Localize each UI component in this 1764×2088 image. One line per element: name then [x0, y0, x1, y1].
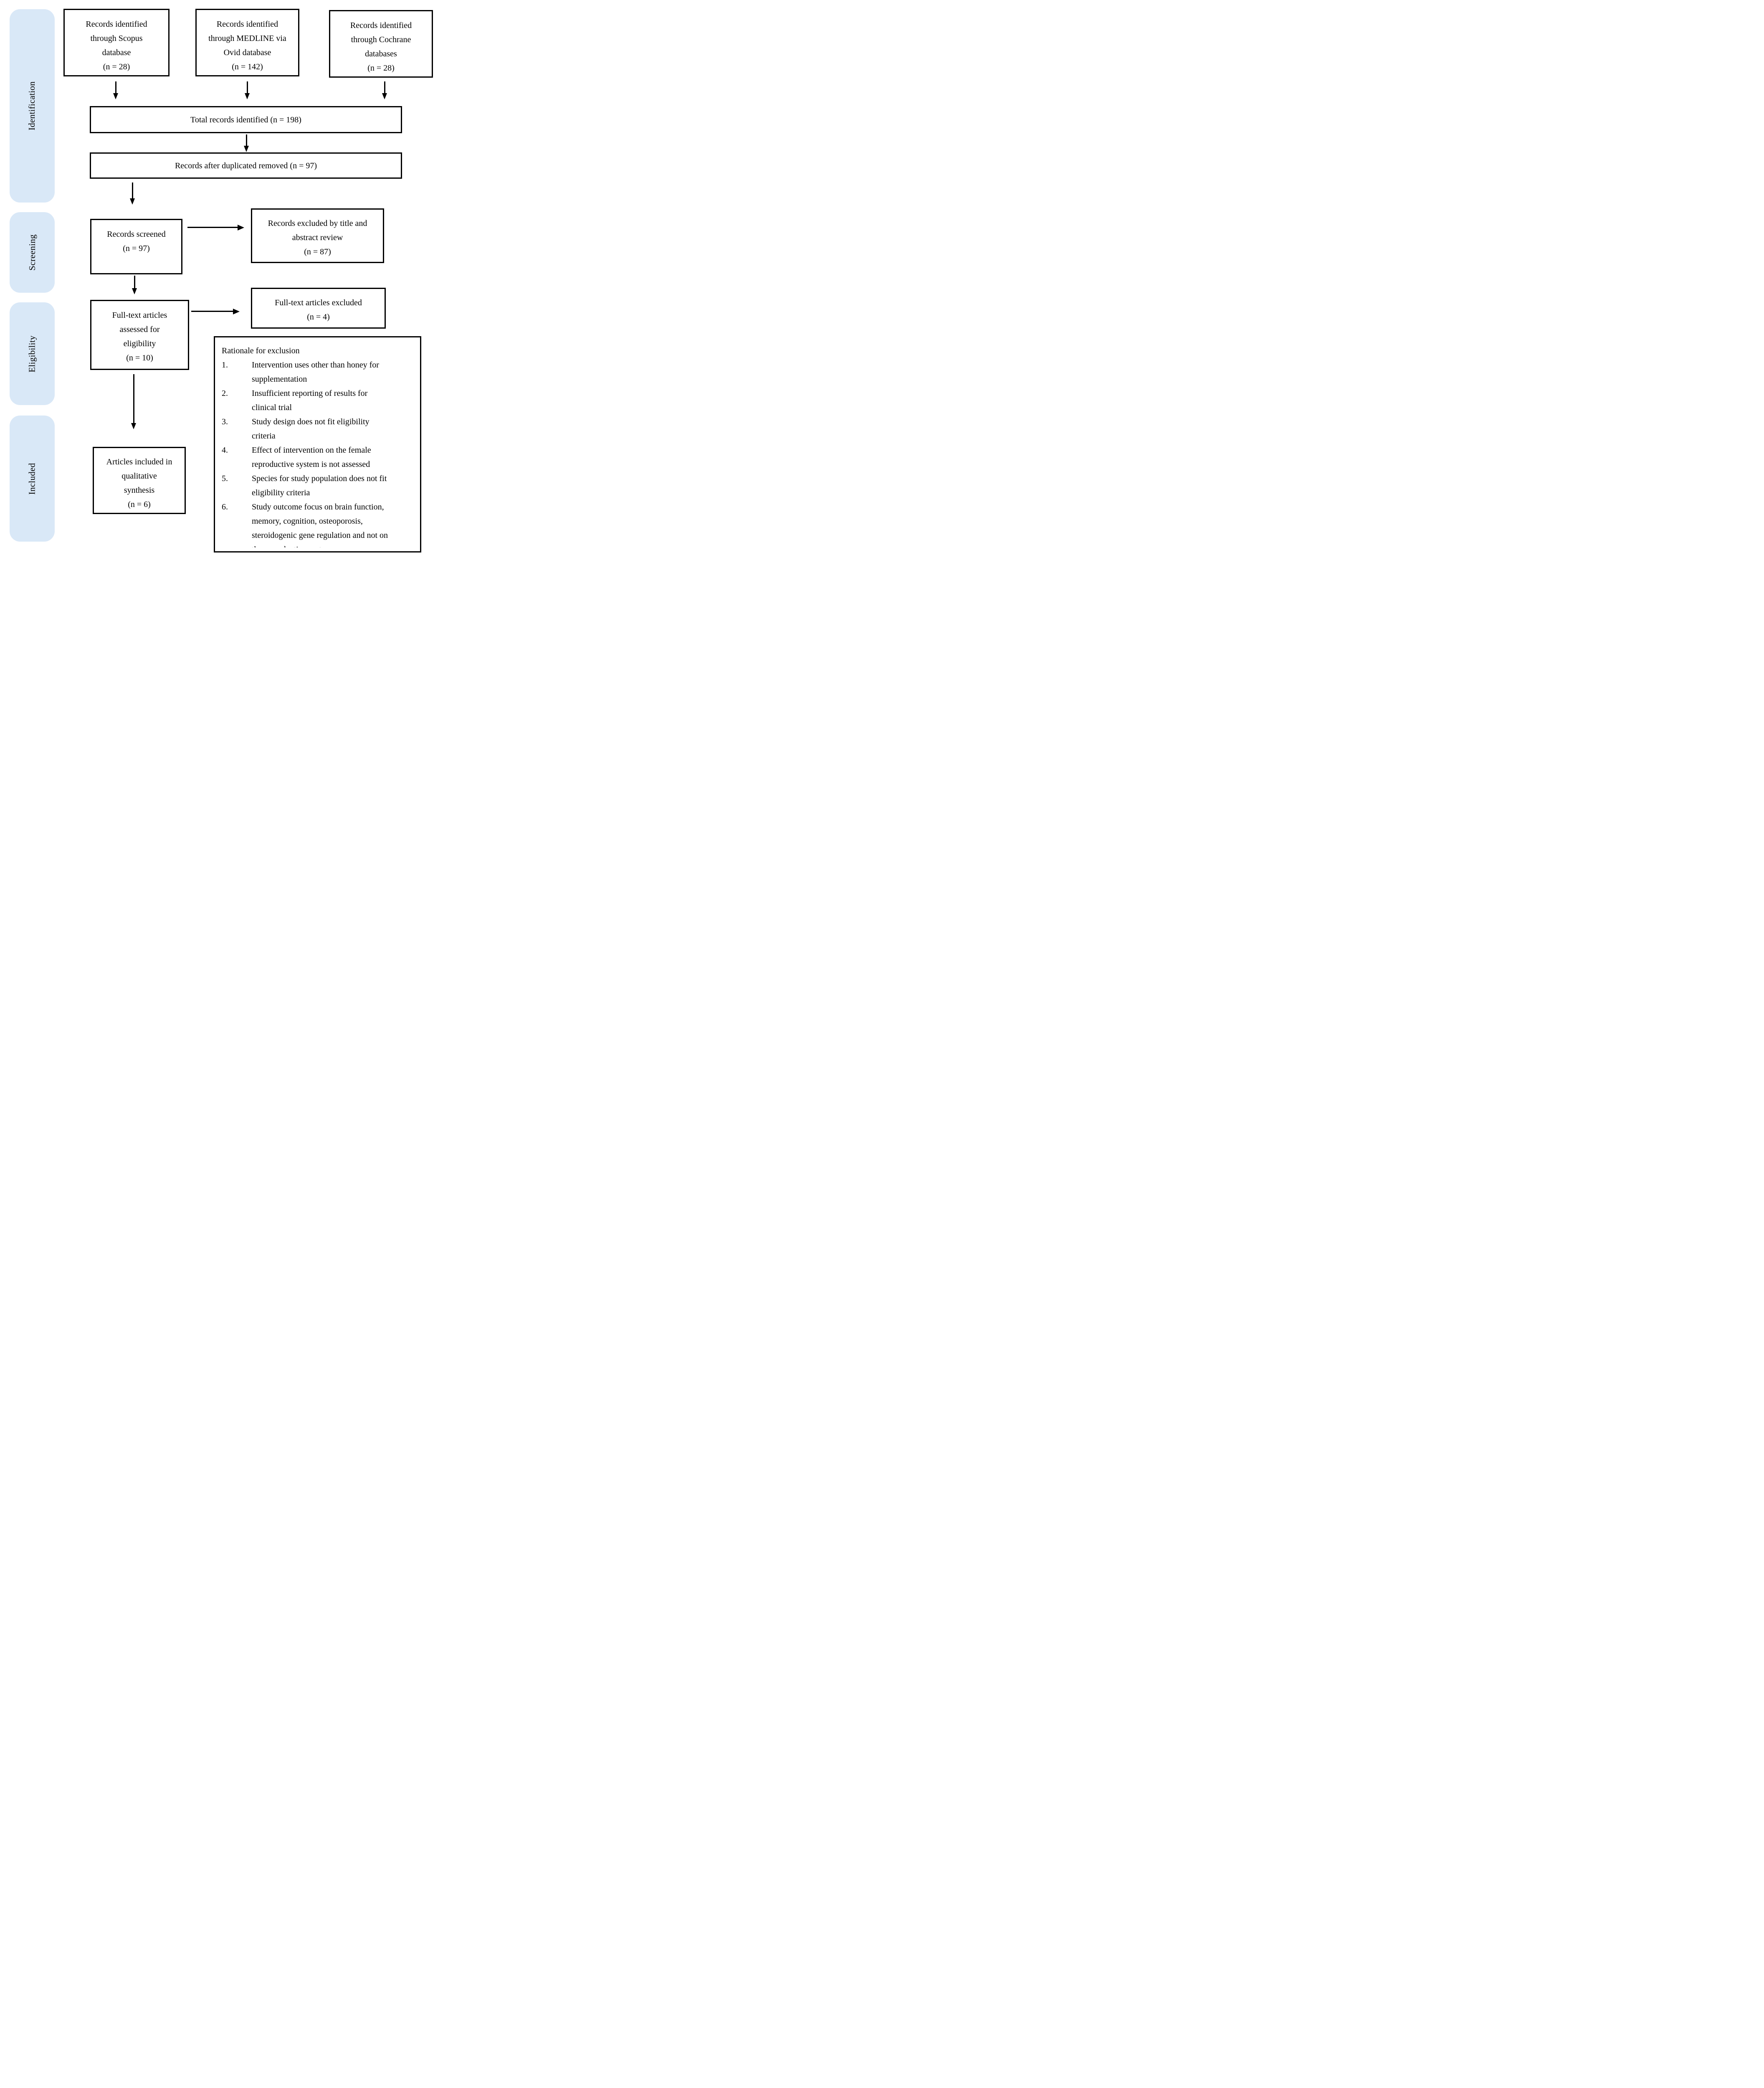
box-line: Records excluded by title and: [268, 219, 367, 228]
box-line: (n = 28): [103, 62, 130, 71]
arrowhead-fulltext-to-included: [131, 423, 136, 429]
arrowhead-fulltext-to-excluded: [233, 309, 240, 314]
arrowhead-screened-to-excluded: [238, 225, 244, 231]
rationale-item-line: supplementation: [252, 375, 307, 384]
rationale-item-number: 4.: [222, 446, 228, 455]
arrowhead-screened-to-fulltext: [132, 288, 137, 294]
stage-eligibility: Eligibility: [10, 302, 55, 405]
arrowhead-scopus-to-total: [113, 93, 118, 99]
stage-identification-label: Identification: [27, 81, 37, 131]
box-line: (n = 6): [128, 500, 151, 509]
prisma-flow-diagram: Identification Screening Eligibility Inc…: [0, 0, 441, 559]
box-line: Total records identified (n = 198): [190, 115, 301, 124]
box-line: Records after duplicated removed (n = 97…: [175, 161, 317, 170]
arrowhead-total-to-dedup: [244, 146, 249, 152]
box-line: (n = 28): [367, 63, 395, 73]
rationale-item-line: reproductive system is not assessed: [252, 460, 370, 469]
rationale-content: Rationale for exclusion 1. Intervention …: [215, 337, 420, 547]
rationale-item-line: steroidogenic gene regulation and not on: [252, 531, 388, 540]
rationale-item-line: Effect of intervention on the female: [252, 446, 371, 455]
box-line: through Cochrane: [351, 35, 411, 44]
box-total-records: Total records identified (n = 198): [90, 106, 402, 133]
box-line: (n = 142): [232, 62, 263, 71]
arrowhead-dedup-to-screened: [130, 198, 135, 205]
box-line: qualitative: [121, 471, 157, 481]
box-line: eligibility: [123, 339, 156, 348]
box-line: Records identified: [216, 20, 278, 29]
box-line: databases: [365, 49, 397, 58]
stage-eligibility-label: Eligibility: [27, 335, 37, 372]
box-line: through MEDLINE via: [208, 34, 286, 43]
rationale-item: 6. Study outcome focus on brain function…: [222, 500, 416, 547]
rationale-item-line: eligibility criteria: [252, 488, 310, 497]
box-line: Records screened: [107, 230, 166, 239]
box-articles-included: Articles included in qualitative synthes…: [93, 447, 186, 514]
rationale-item-number: 5.: [222, 474, 228, 483]
arrow-total-to-dedup: [246, 134, 247, 146]
arrow-medline-to-total: [247, 81, 248, 93]
box-line: (n = 87): [304, 247, 331, 256]
box-duplicates-removed: Records after duplicated removed (n = 97…: [90, 152, 402, 179]
box-line: (n = 10): [126, 353, 153, 362]
rationale-item-number: 2.: [222, 389, 228, 398]
rationale-item: 4. Effect of intervention on the female …: [222, 443, 416, 471]
box-fulltext-assessed: Full-text articles assessed for eligibil…: [90, 300, 189, 370]
rationale-item-line: Study design does not fit eligibility: [252, 417, 370, 426]
arrow-cochrane-to-total: [384, 81, 385, 93]
arrow-scopus-to-total: [115, 81, 116, 93]
arrow-screened-to-excluded: [187, 227, 238, 228]
box-line: Ovid database: [223, 48, 271, 57]
stage-included-label: Included: [27, 463, 37, 494]
box-line: Full-text articles: [112, 311, 167, 320]
box-records-screened: Records screened (n = 97): [90, 219, 182, 274]
rationale-item-line: Study outcome focus on brain function,: [252, 502, 384, 512]
rationale-item: 1. Intervention uses other than honey fo…: [222, 358, 416, 386]
rationale-title: Rationale for exclusion: [222, 346, 300, 355]
arrowhead-cochrane-to-total: [382, 93, 387, 99]
arrow-dedup-to-screened: [132, 182, 133, 198]
arrowhead-medline-to-total: [245, 93, 250, 99]
arrow-screened-to-fulltext: [134, 276, 135, 288]
box-line: Records identified: [86, 20, 147, 29]
rationale-item-number: 1.: [222, 360, 228, 370]
box-line: (n = 4): [307, 312, 330, 322]
rationale-item-number: 3.: [222, 417, 228, 426]
box-line: database: [102, 48, 131, 57]
box-line: Records identified: [350, 21, 412, 30]
stage-identification: Identification: [10, 9, 55, 203]
box-fulltext-excluded: Full-text articles excluded (n = 4): [251, 288, 386, 329]
rationale-item: 2. Insufficient reporting of results for…: [222, 386, 416, 415]
rationale-item: 3. Study design does not fit eligibility…: [222, 415, 416, 443]
rationale-item-line: Intervention uses other than honey for: [252, 360, 379, 370]
box-line: abstract review: [292, 233, 343, 242]
stage-screening-label: Screening: [27, 234, 37, 271]
rationale-item-line: Insufficient reporting of results for: [252, 389, 368, 398]
box-line: synthesis: [124, 486, 155, 495]
arrow-fulltext-to-excluded: [191, 311, 233, 312]
box-line: assessed for: [119, 325, 160, 334]
arrow-fulltext-to-included: [133, 374, 134, 423]
box-records-medline: Records identified through MEDLINE via O…: [195, 9, 299, 76]
box-line: through Scopus: [90, 34, 143, 43]
stage-screening: Screening: [10, 212, 55, 293]
box-records-scopus: Records identified through Scopus databa…: [63, 9, 170, 76]
rationale-item-line-clipped: the reproductive system: [252, 542, 416, 547]
rationale-item-line: clinical trial: [252, 403, 292, 412]
box-line: Full-text articles excluded: [275, 298, 362, 307]
box-rationale-for-exclusion: Rationale for exclusion 1. Intervention …: [214, 336, 421, 552]
rationale-item: 5. Species for study population does not…: [222, 471, 416, 500]
rationale-item-number: 6.: [222, 502, 228, 512]
box-line: Articles included in: [106, 457, 172, 466]
rationale-item-line: Species for study population does not fi…: [252, 474, 387, 483]
rationale-item-line: memory, cognition, osteoporosis,: [252, 517, 363, 526]
rationale-item-line: criteria: [252, 431, 276, 441]
stage-included: Included: [10, 416, 55, 542]
box-line: (n = 97): [123, 244, 150, 253]
box-records-cochrane: Records identified through Cochrane data…: [329, 10, 433, 78]
box-excluded-title-abstract: Records excluded by title and abstract r…: [251, 208, 384, 263]
